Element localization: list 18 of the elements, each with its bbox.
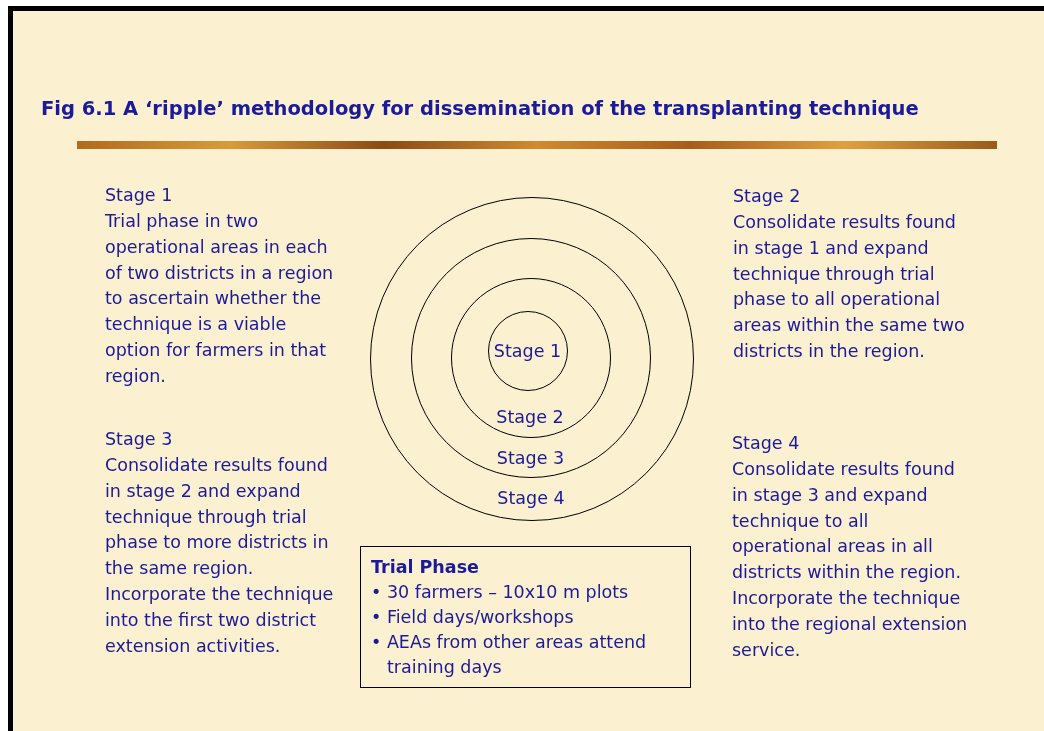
ring-label: Stage 2 xyxy=(496,407,564,427)
stage-heading: Stage 2 xyxy=(733,185,801,208)
stage-description: Consolidate results found in stage 1 and expand technique through trial phase to all operational areas within the same two districts in the region. xyxy=(733,211,966,363)
ring-label: Stage 3 xyxy=(496,447,565,468)
stage-description: Consolidate results found in stage 2 and expand technique through trial phase to more districts in the same region. Incorporate the technique into the first two district extension activities. xyxy=(105,454,335,658)
stage-heading: Stage 3 xyxy=(105,428,173,451)
ring-label: Stage 1 xyxy=(493,340,562,361)
box-heading: Trial Phase xyxy=(371,556,480,579)
ring-label: Stage 4 xyxy=(497,488,565,508)
bullet-item: • 30 farmers – 10x10 m plots xyxy=(371,581,630,604)
stage-description: Trial phase in two operational areas in each of two districts in a region to ascertain whether the technique is a viable option for farmers in that region. xyxy=(105,210,335,388)
stage-heading: Stage 1 xyxy=(105,184,173,207)
bullet-item: • Field days/workshops xyxy=(371,606,575,629)
stage-heading: Stage 4 xyxy=(732,432,800,455)
stage-description: Consolidate results found in stage 3 and expand technique to all operational areas in all districts within the region. Incorporate the technique into the regional extension service. xyxy=(732,458,969,662)
bullet-item: • AEAs from other areas attend training days xyxy=(371,631,648,679)
figure-title: Fig 6.1 A ‘ripple’ methodology for dissemination of the transplanting technique xyxy=(41,97,919,120)
info-box xyxy=(360,546,691,688)
